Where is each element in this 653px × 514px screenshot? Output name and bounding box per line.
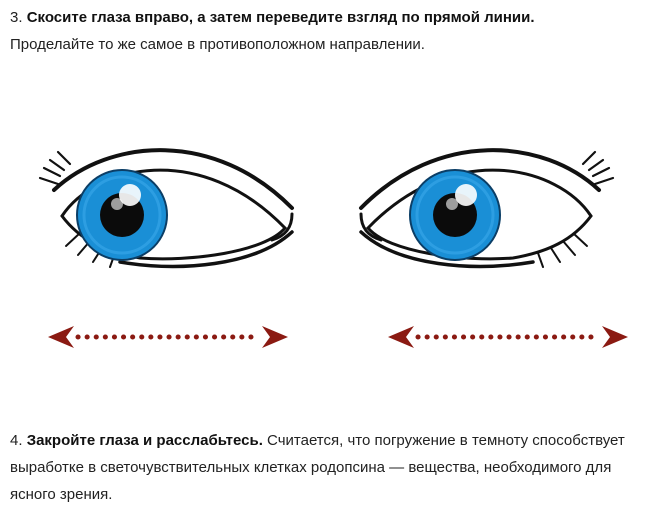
step-4-number: 4. bbox=[10, 432, 23, 449]
step-3-heading: Скосите глаза вправо, а затем переведите… bbox=[26, 9, 535, 26]
step-3-paragraph: 3. Скосите глаза вправо, а затем перевед… bbox=[10, 4, 650, 58]
step-3-text: Проделайте то же самое в противоположном… bbox=[10, 36, 425, 53]
step-4-paragraph: 4. Закройте глаза и расслабьтесь. Считае… bbox=[10, 427, 650, 508]
right-double-arrow-icon bbox=[388, 326, 628, 348]
left-double-arrow-icon bbox=[48, 326, 288, 348]
step-4-text: Считается, что погружение в темноту спос… bbox=[10, 432, 625, 503]
left-eye-icon bbox=[38, 148, 294, 269]
right-eye-icon bbox=[359, 148, 615, 269]
eyes-illustration bbox=[38, 148, 615, 269]
step-4-heading: Закройте глаза и расслабьтесь. bbox=[26, 432, 263, 449]
step-3-number: 3. bbox=[10, 9, 23, 26]
